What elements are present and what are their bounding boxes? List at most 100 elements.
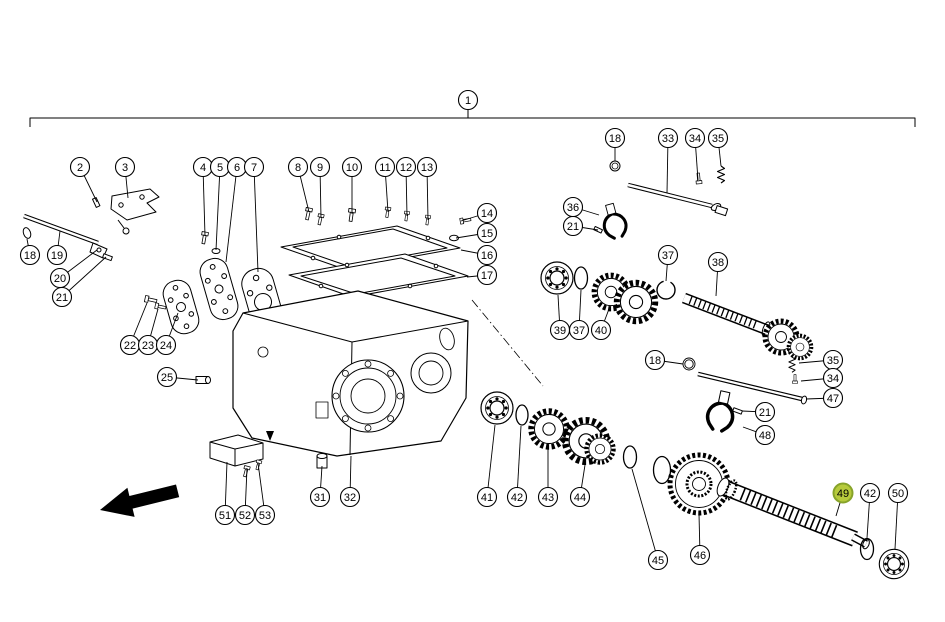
callout-circle[interactable] bbox=[374, 156, 396, 178]
callout-9[interactable]: 9 bbox=[309, 156, 331, 219]
callout-31[interactable]: 31 bbox=[309, 465, 331, 508]
callout-2[interactable]: 2 bbox=[69, 156, 98, 203]
callout-15[interactable]: 15 bbox=[455, 222, 498, 244]
callout-circle[interactable] bbox=[243, 156, 265, 178]
callout-37[interactable]: 37 bbox=[657, 244, 679, 282]
callout-47[interactable]: 47 bbox=[805, 387, 844, 409]
callout-circle[interactable] bbox=[647, 549, 669, 571]
callout-37[interactable]: 37 bbox=[568, 289, 590, 341]
callout-circle[interactable] bbox=[569, 486, 591, 508]
callout-51[interactable]: 51 bbox=[214, 461, 236, 526]
callout-50[interactable]: 50 bbox=[887, 482, 909, 550]
callout-circle[interactable] bbox=[416, 156, 438, 178]
callout-45[interactable]: 45 bbox=[631, 468, 669, 571]
callout-circle[interactable] bbox=[859, 482, 881, 504]
callout-circle[interactable] bbox=[707, 251, 729, 273]
callout-7[interactable]: 7 bbox=[243, 156, 265, 273]
callout-circle[interactable] bbox=[590, 319, 612, 341]
callout-25[interactable]: 25 bbox=[156, 366, 199, 388]
callout-circle[interactable] bbox=[395, 156, 417, 178]
callout-circle[interactable] bbox=[341, 156, 363, 178]
callout-24[interactable]: 24 bbox=[155, 312, 179, 356]
callout-circle[interactable] bbox=[562, 215, 584, 237]
callout-14[interactable]: 14 bbox=[460, 202, 498, 224]
callout-18[interactable]: 18 bbox=[604, 127, 626, 162]
callout-34[interactable]: 34 bbox=[800, 367, 844, 389]
callout-circle[interactable] bbox=[339, 486, 361, 508]
callout-8[interactable]: 8 bbox=[287, 156, 310, 213]
callout-20[interactable]: 20 bbox=[49, 249, 98, 289]
callout-42[interactable]: 42 bbox=[506, 425, 528, 508]
callout-circle[interactable] bbox=[822, 367, 844, 389]
callout-3[interactable]: 3 bbox=[114, 156, 136, 199]
callout-48[interactable]: 48 bbox=[742, 424, 776, 446]
callout-circle[interactable] bbox=[707, 127, 729, 149]
callout-circle[interactable] bbox=[887, 482, 909, 504]
callout-circle[interactable] bbox=[309, 486, 331, 508]
callout-circle[interactable] bbox=[51, 286, 73, 308]
callout-circle[interactable] bbox=[822, 387, 844, 409]
callout-43[interactable]: 43 bbox=[537, 449, 559, 508]
callout-13[interactable]: 13 bbox=[416, 156, 438, 221]
callout-33[interactable]: 33 bbox=[657, 127, 679, 194]
callout-21[interactable]: 21 bbox=[562, 215, 599, 237]
callout-38[interactable]: 38 bbox=[707, 251, 729, 297]
callout-18[interactable]: 18 bbox=[19, 238, 41, 266]
callout-circle[interactable] bbox=[155, 334, 177, 356]
callout-32[interactable]: 32 bbox=[339, 455, 361, 508]
callout-21[interactable]: 21 bbox=[51, 256, 107, 308]
callout-1[interactable]: 1 bbox=[457, 89, 479, 118]
callout-4[interactable]: 4 bbox=[192, 156, 214, 237]
callout-circle[interactable] bbox=[309, 156, 331, 178]
callout-5[interactable]: 5 bbox=[209, 156, 231, 251]
callout-circle[interactable] bbox=[69, 156, 91, 178]
callout-circle[interactable] bbox=[476, 264, 498, 286]
callout-circle[interactable] bbox=[506, 486, 528, 508]
callout-circle[interactable] bbox=[476, 486, 498, 508]
callout-35[interactable]: 35 bbox=[707, 127, 729, 167]
callout-circle[interactable] bbox=[537, 486, 559, 508]
callout-21[interactable]: 21 bbox=[741, 401, 776, 423]
callout-circle-highlighted[interactable] bbox=[832, 482, 854, 504]
callout-circle[interactable] bbox=[657, 244, 679, 266]
callout-10[interactable]: 10 bbox=[341, 156, 363, 215]
callout-49[interactable]: 49 bbox=[832, 482, 854, 517]
callout-circle[interactable] bbox=[19, 244, 41, 266]
callout-circle[interactable] bbox=[754, 401, 776, 423]
callout-16[interactable]: 16 bbox=[460, 244, 498, 266]
callout-42[interactable]: 42 bbox=[859, 482, 881, 539]
callout-11[interactable]: 11 bbox=[374, 156, 396, 213]
callout-circle[interactable] bbox=[234, 504, 256, 526]
callout-44[interactable]: 44 bbox=[569, 464, 591, 508]
callout-circle[interactable] bbox=[684, 127, 706, 149]
callout-circle[interactable] bbox=[657, 127, 679, 149]
callout-46[interactable]: 46 bbox=[689, 513, 711, 566]
callout-circle[interactable] bbox=[476, 244, 498, 266]
callout-circle[interactable] bbox=[156, 366, 178, 388]
callout-circle[interactable] bbox=[457, 89, 479, 111]
callout-17[interactable]: 17 bbox=[466, 264, 498, 286]
callout-41[interactable]: 41 bbox=[476, 424, 498, 508]
callout-40[interactable]: 40 bbox=[590, 308, 612, 341]
callout-circle[interactable] bbox=[754, 424, 776, 446]
callout-circle[interactable] bbox=[604, 127, 626, 149]
callout-19[interactable]: 19 bbox=[46, 230, 68, 266]
callout-circle[interactable] bbox=[114, 156, 136, 178]
callout-52[interactable]: 52 bbox=[234, 467, 256, 526]
callout-circle[interactable] bbox=[568, 319, 590, 341]
callout-circle[interactable] bbox=[214, 504, 236, 526]
callout-36[interactable]: 36 bbox=[562, 196, 600, 218]
callout-circle[interactable] bbox=[644, 349, 666, 371]
callout-34[interactable]: 34 bbox=[684, 127, 706, 181]
callout-39[interactable]: 39 bbox=[549, 294, 571, 341]
callout-circle[interactable] bbox=[287, 156, 309, 178]
callout-23[interactable]: 23 bbox=[137, 308, 159, 356]
callout-6[interactable]: 6 bbox=[225, 156, 248, 263]
callout-18[interactable]: 18 bbox=[644, 349, 684, 371]
callout-circle[interactable] bbox=[476, 222, 498, 244]
callout-circle[interactable] bbox=[254, 504, 276, 526]
callout-circle[interactable] bbox=[476, 202, 498, 224]
callout-12[interactable]: 12 bbox=[395, 156, 417, 217]
callout-circle[interactable] bbox=[689, 544, 711, 566]
callout-circle[interactable] bbox=[46, 244, 68, 266]
